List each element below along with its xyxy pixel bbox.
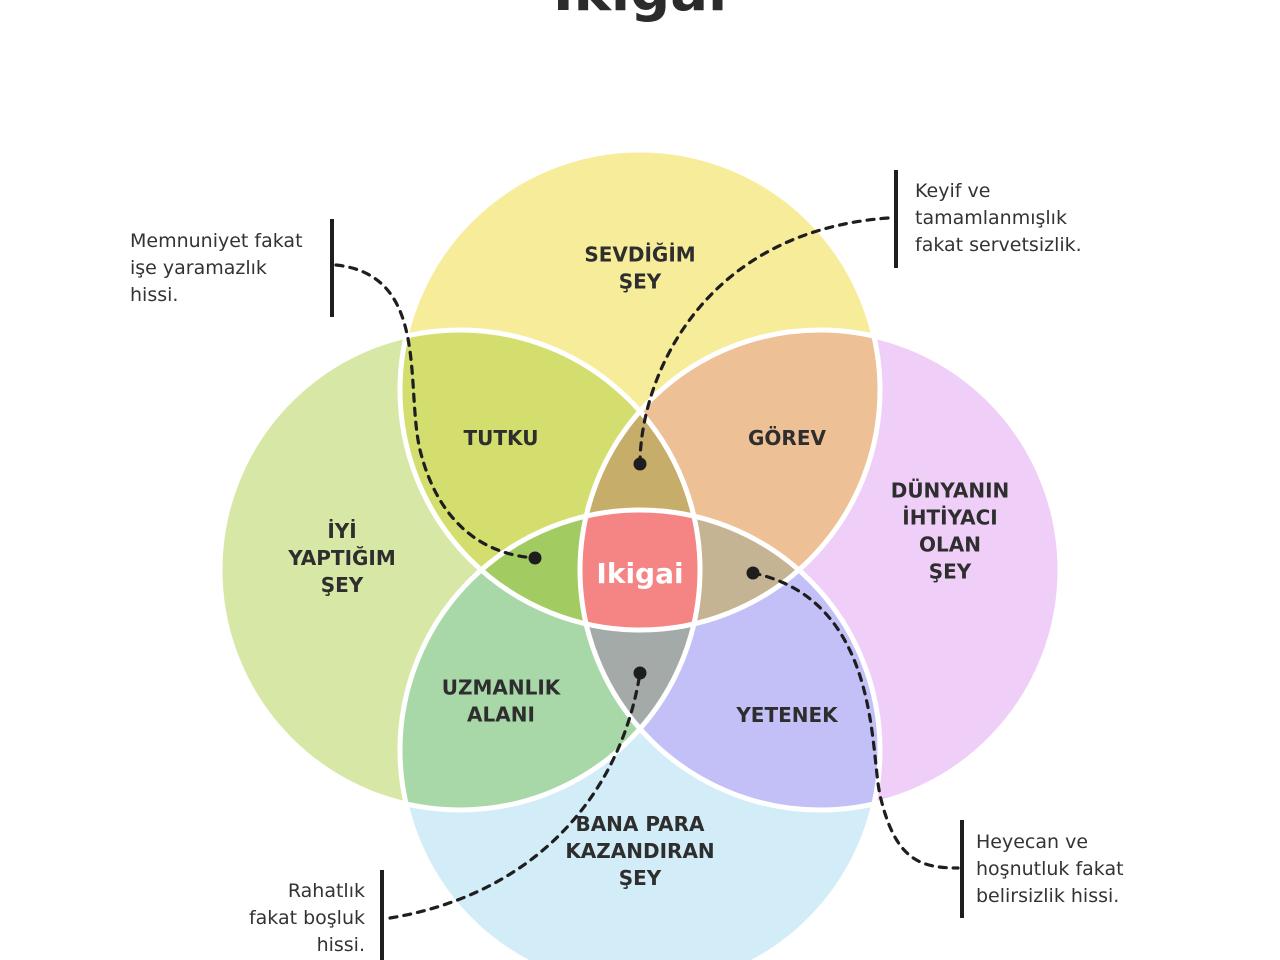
label-center: Ikigai — [596, 557, 683, 590]
label-line: ŞEY — [619, 270, 662, 294]
label-paid: BANA PARA KAZANDIRAN ŞEY — [565, 812, 714, 890]
label-line: KAZANDIRAN — [565, 839, 714, 863]
label-profession: UZMANLIK ALANI — [442, 676, 562, 727]
label-line: ŞEY — [321, 573, 364, 597]
label-line: İYİ — [327, 519, 356, 543]
label-line: DÜNYANIN — [891, 479, 1010, 503]
label-line: ALANI — [467, 703, 535, 727]
label-passion: TUTKU — [464, 426, 539, 450]
note-top-left: Memnuniyet fakat işe yaramazlık hissi. — [130, 230, 303, 306]
leader-top-right — [638, 216, 890, 466]
leader-bottom-left — [388, 671, 642, 920]
note-top-right: Keyif ve tamamlanmışlık fakat servetsizl… — [915, 180, 1082, 256]
label-world-needs: DÜNYANIN İHTİYACI OLAN ŞEY — [891, 479, 1010, 584]
label-vocation: YETENEK — [735, 703, 839, 727]
label-line: SEVDİĞİM — [584, 243, 695, 267]
label-line: GÖREV — [748, 426, 826, 450]
label-mission: GÖREV — [748, 426, 826, 450]
leader-top-left — [334, 263, 537, 560]
note-bottom-left: Rahatlık fakat boşluk hissi. — [248, 880, 365, 956]
label-line: BANA PARA — [575, 812, 705, 836]
note-bottom-right: Heyecan ve hoşnutluk fakat belirsizlik h… — [976, 831, 1124, 907]
label-line: İHTİYACI — [902, 506, 997, 530]
callout-dots — [528, 457, 760, 680]
label-line: OLAN — [919, 533, 981, 557]
label-line: UZMANLIK — [442, 676, 562, 700]
label-good-at: İYİ YAPTIĞIM ŞEY — [287, 519, 396, 597]
label-line: YAPTIĞIM — [287, 546, 396, 570]
callout-bars — [330, 170, 964, 960]
label-line: ŞEY — [929, 560, 972, 584]
diagram-title: Ikigai — [0, 0, 1280, 24]
label-line: ŞEY — [619, 866, 662, 890]
callout-leaders — [334, 216, 960, 920]
circle-outlines — [217, 147, 1063, 960]
label-love: SEVDİĞİM ŞEY — [584, 243, 695, 294]
label-line: TUTKU — [464, 426, 539, 450]
leader-bottom-right — [751, 571, 960, 870]
label-line: YETENEK — [735, 703, 839, 727]
